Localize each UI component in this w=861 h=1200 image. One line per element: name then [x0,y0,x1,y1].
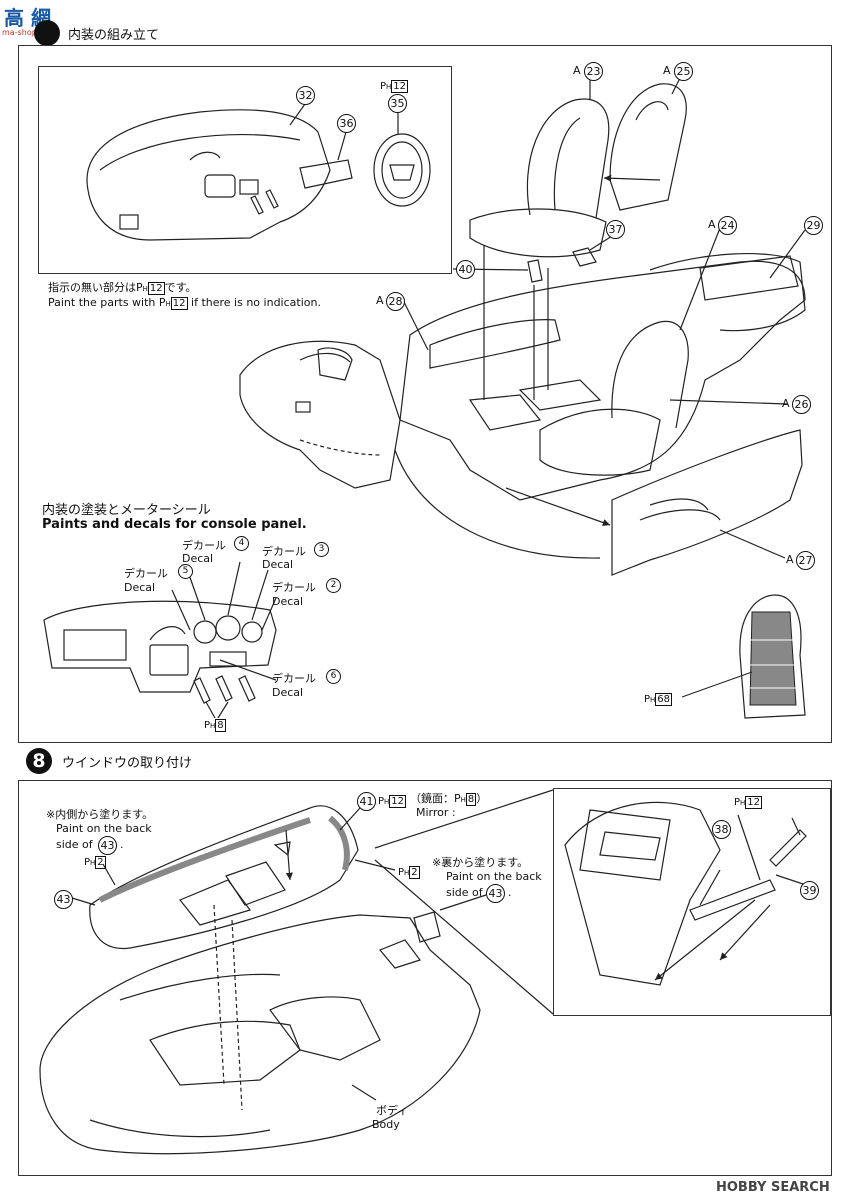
decal-2-num: 2 [326,578,341,593]
decal-3-en: Decal [262,558,294,571]
inside-note-jp: ※内側から塗ります。 [46,808,154,821]
decal-5-en: Decal [124,581,156,594]
part-a28-label: 28 [386,292,405,311]
decal-2-en: Decal [272,595,304,608]
part-40-label: 40 [456,260,475,279]
decal-2-jp: デカール [272,581,316,594]
decal-4-num: 4 [234,536,249,551]
decal-3-num: 3 [314,542,329,557]
decal-6-jp: デカール [272,672,316,685]
body-label-en: Body [372,1118,400,1131]
seat-back-shape [526,98,610,219]
step8-title: ウインドウの取り付け [62,756,193,771]
part-43-note-back: 43 [486,884,505,903]
back-note-en2: side of [446,886,483,899]
console-title-jp: 内装の塗装とメーターシール [42,503,211,518]
dashboard-inset [38,66,452,274]
part-35-label: 35 [388,94,407,113]
part-43-note-inside: 43 [98,836,117,855]
part-39-label: 39 [800,881,819,900]
decal-4-en: Decal [182,552,214,565]
part-41-label: 41 [357,792,376,811]
part-a28-prefix: A [376,294,384,307]
part-a25-label: 25 [674,62,693,81]
back-note-en1: Paint on the back [446,870,542,883]
decal-3-jp: デカール [262,545,306,558]
part-29-label: 29 [804,216,823,235]
step8-badge: 8 [26,748,52,774]
inside-note-en2: side of [56,838,93,851]
step8-frame [18,780,832,1176]
seat-bottom-shape [469,208,607,258]
inside-note-en1: Paint on the back [56,822,152,835]
decal-5-jp: デカール [124,567,168,580]
part-a26-prefix: A [782,397,790,410]
part-a27-label: 27 [796,551,815,570]
step7-badge-partial [34,20,60,46]
inside-note-period: . [120,838,124,851]
mirror-note-en: Mirror : [416,806,456,819]
part-43-label: 43 [54,890,73,909]
part-a24-label: 24 [718,216,737,235]
dashboard-shape [86,109,331,241]
step7-title: 内装の組み立て [68,28,160,43]
body-label-jp: ボディ [376,1104,409,1117]
part-a26-label: 26 [792,395,811,414]
part-a23-label: 23 [584,62,603,81]
body-shell-shape [39,914,481,1155]
right-door-shape [611,429,803,576]
decal-6-en: Decal [272,686,304,699]
part-32-label: 32 [296,86,315,105]
part-a27-prefix: A [786,553,794,566]
decal-5-num: 5 [178,564,193,579]
part-a23-prefix: A [573,64,581,77]
back-note-period: . [508,886,512,899]
seat-paint-diagram [681,594,806,719]
window-glass-shape [89,805,359,950]
part-37-label: 37 [606,220,625,239]
decal-6-num: 6 [326,669,341,684]
part-38-label: 38 [712,820,731,839]
part-36-label: 36 [337,114,356,133]
watermark-url: ma-shop.com [2,28,57,37]
hobby-search-watermark: HOBBY SEARCH [716,1180,830,1195]
console-panel-drawing [43,561,277,719]
part-a24-prefix: A [708,218,716,231]
console-title-en: Paints and decals for console panel. [42,517,307,532]
watermark-logo: 高 網 ma-shop.com [0,0,68,40]
step7-frame [18,45,832,743]
step7-illustration [43,77,806,719]
part-a25-prefix: A [663,64,671,77]
back-note-jp: ※裏から塗ります。 [432,856,529,869]
wiper-inset [553,788,831,1016]
decal-4-jp: デカール [182,539,226,552]
interior-tub-shape [399,260,806,501]
